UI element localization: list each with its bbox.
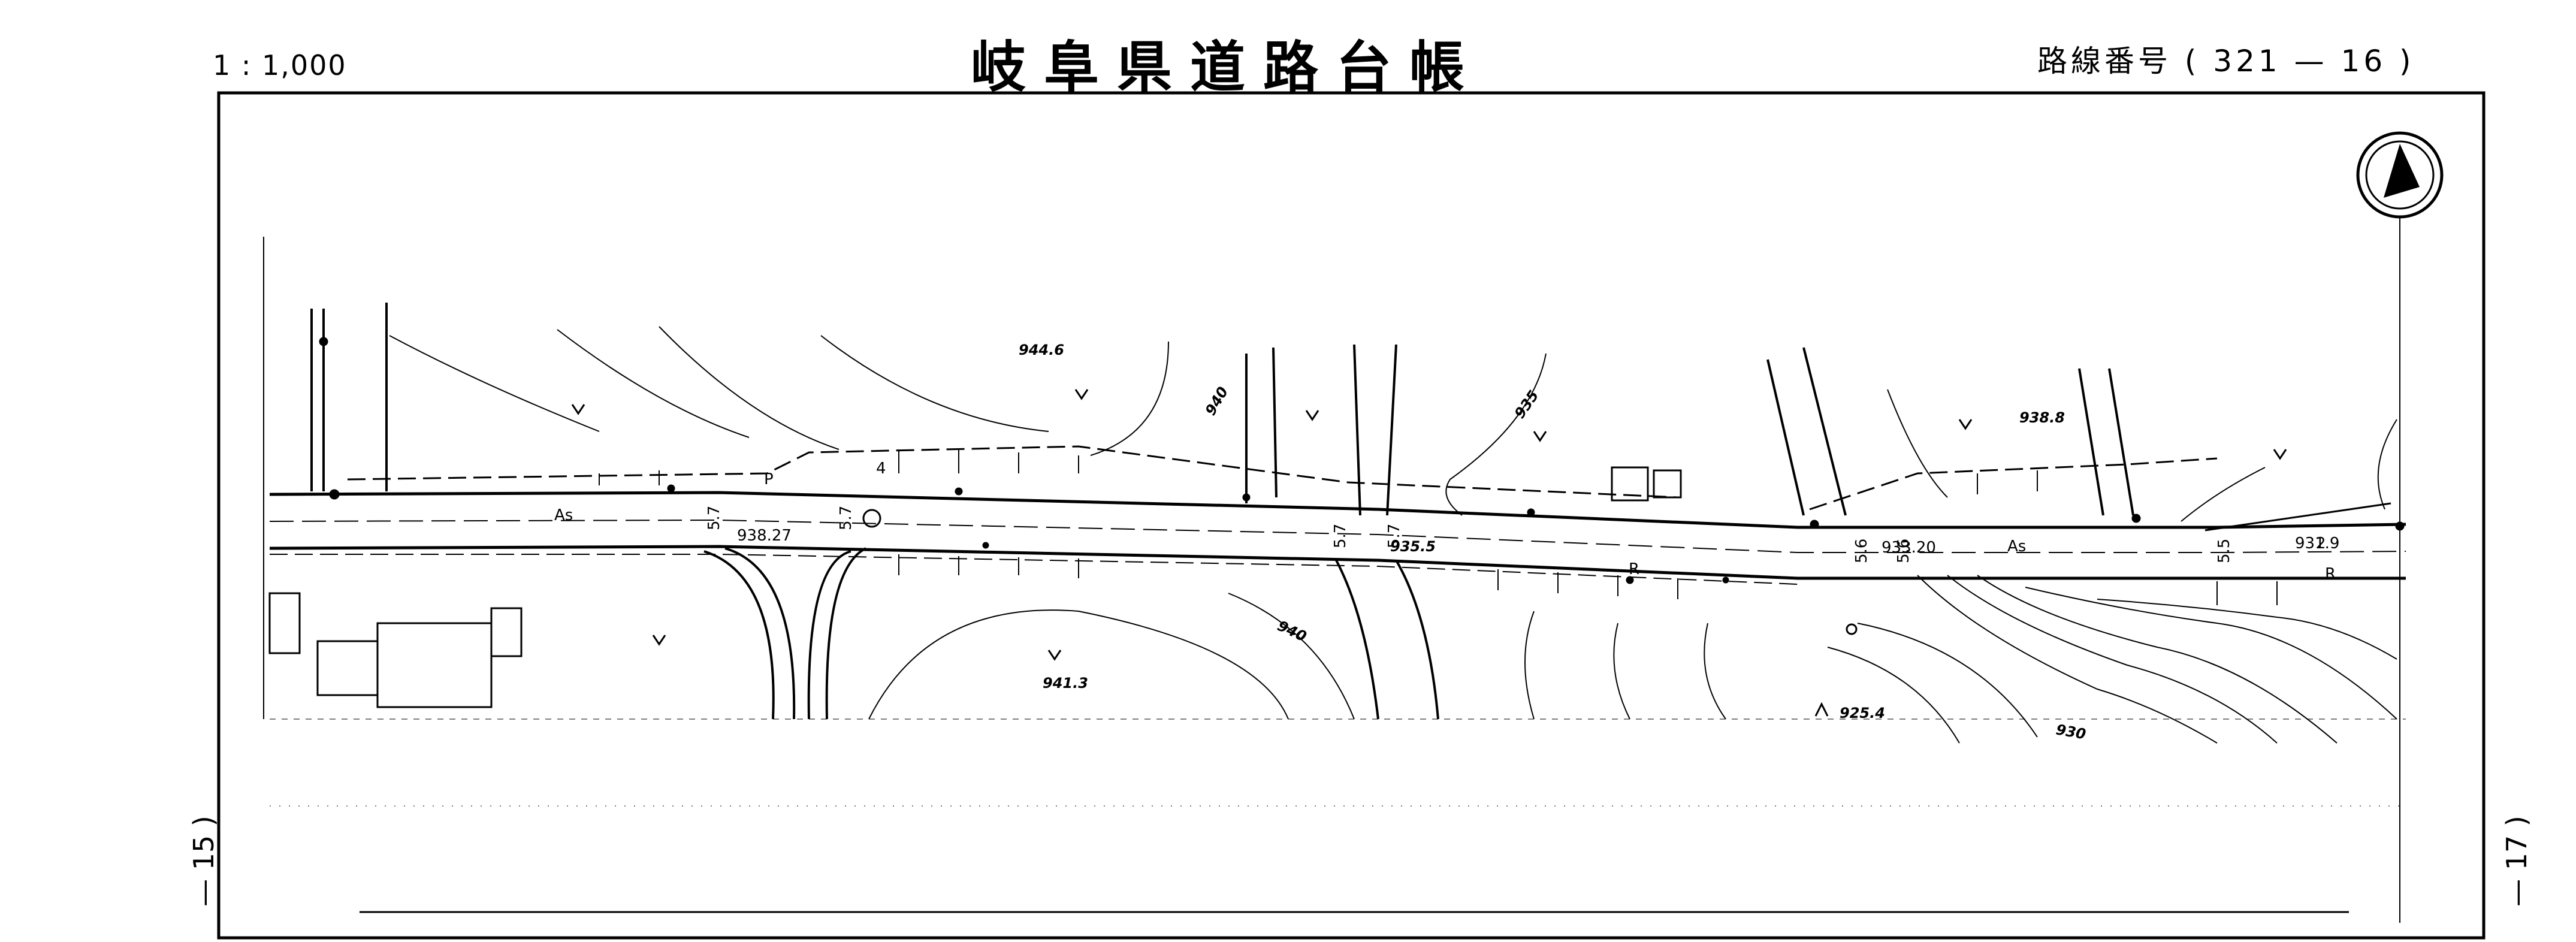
road-width-label: 5.7 (1385, 524, 1403, 548)
road-ticks (599, 449, 2278, 605)
road-surface-label: As (2007, 538, 2026, 555)
elevation-label: 931.9 (2295, 535, 2339, 552)
route-number: 路線番号 ( 321 — 16 ) (2037, 44, 2415, 78)
map-mark: 2 (2316, 535, 2326, 552)
map-mark: R (2325, 565, 2336, 583)
road-surface-label: As (554, 506, 573, 524)
road-width-label: 5.6 (1895, 539, 1913, 563)
contour-lines (389, 326, 2397, 744)
road-width-label: 5.7 (705, 506, 723, 530)
elevation-label: 941.3 (1043, 675, 1088, 692)
point-symbols (319, 337, 2405, 635)
page-title: 岐阜県道路台帳 (971, 35, 1483, 99)
map-mark: R (1629, 560, 1639, 578)
contour-label: 935 (1511, 387, 1542, 421)
elevation-label: 925.4 (1840, 705, 1885, 721)
road-width-label: 5.5 (2215, 539, 2233, 563)
map-scale: 1 : 1,000 (213, 49, 347, 81)
elevation-label: 944.6 (1019, 342, 1064, 358)
vegetation-marks (571, 389, 2287, 717)
elevation-label: 935.5 (1390, 538, 1436, 555)
road-width-label: 5.6 (1853, 539, 1871, 563)
map-frame (217, 91, 2486, 940)
map-mark: 4 (876, 460, 886, 478)
buildings (268, 466, 1682, 708)
map-mark: P (764, 470, 774, 488)
road-width-label: 5.7 (1331, 524, 1349, 548)
elevation-label: 933.20 (1882, 539, 1936, 557)
elevation-label: 938.8 (2019, 409, 2065, 426)
contour-label: 940 (1202, 384, 1231, 418)
north-arrow-icon (2356, 131, 2444, 923)
main-road (269, 445, 2406, 585)
road-width-label: 5.7 (837, 506, 855, 530)
contour-label: 930 (2055, 721, 2087, 742)
map-labels: As As 944.6 938.27 935.5 933.20 931.9 93… (554, 342, 2339, 743)
contour-label: 940 (1275, 617, 1309, 645)
elevation-label: 938.27 (737, 527, 792, 545)
